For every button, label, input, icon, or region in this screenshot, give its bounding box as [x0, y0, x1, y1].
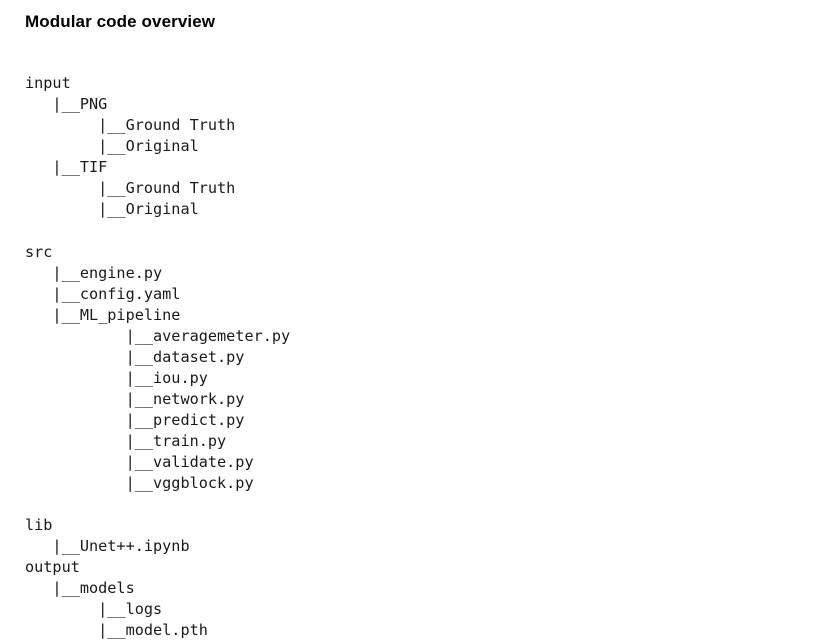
tree-line: |__predict.py	[25, 410, 245, 429]
tree-spacer	[25, 494, 785, 515]
tree-line: |__Ground Truth	[25, 116, 236, 135]
directory-tree: input |__PNG |__Ground Truth |__Original…	[25, 73, 785, 641]
tree-line: |__model.pth	[25, 621, 208, 640]
tree-line: |__Ground Truth	[25, 179, 236, 198]
tree-line: input	[25, 74, 71, 93]
tree-line: |__validate.py	[25, 453, 254, 472]
tree-line: |__Original	[25, 137, 199, 156]
tree-line: |__iou.py	[25, 368, 208, 387]
tree-line: lib	[25, 516, 53, 535]
tree-line: |__train.py	[25, 431, 227, 450]
tree-line: src	[25, 242, 53, 261]
tree-line: output	[25, 558, 80, 577]
tree-line: |__Original	[25, 200, 199, 219]
tree-line: |__averagemeter.py	[25, 326, 291, 345]
tree-line: |__logs	[25, 600, 163, 619]
tree-line: |__engine.py	[25, 263, 163, 282]
tree-line: |__PNG	[25, 95, 108, 114]
tree-line: |__dataset.py	[25, 347, 245, 366]
page-title: Modular code overview	[25, 12, 216, 31]
tree-line: |__Unet++.ipynb	[25, 537, 190, 556]
tree-line: |__models	[25, 579, 135, 598]
tree-line: |__ML_pipeline	[25, 305, 181, 324]
tree-line: |__vggblock.py	[25, 474, 254, 493]
tree-line: |__config.yaml	[25, 284, 181, 303]
tree-line: |__TIF	[25, 158, 108, 177]
tree-spacer	[25, 221, 785, 242]
tree-line: |__network.py	[25, 389, 245, 408]
